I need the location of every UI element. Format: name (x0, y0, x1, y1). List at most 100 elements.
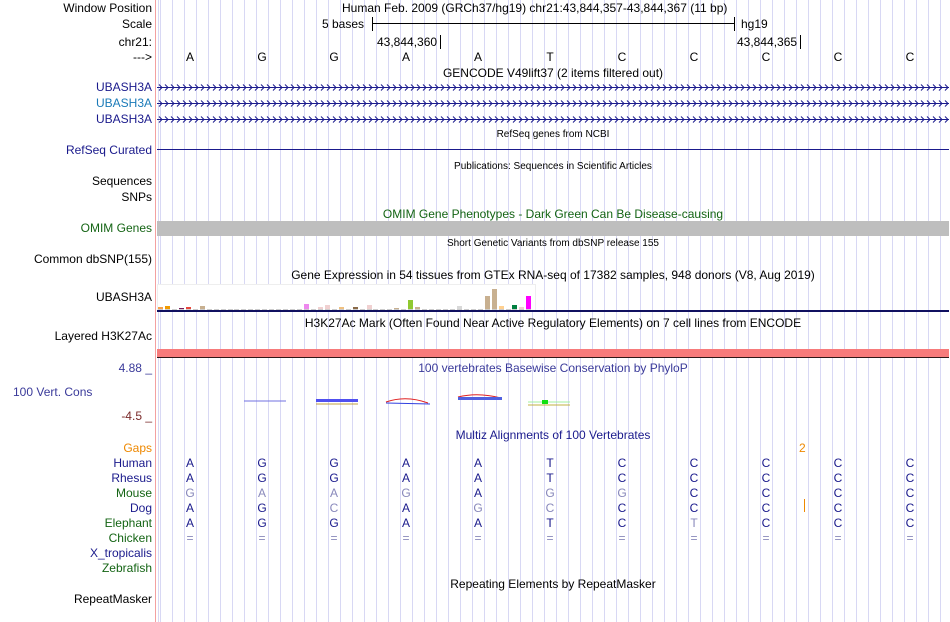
h3k27ac-label[interactable]: Layered H3K27Ac (54, 329, 152, 343)
repeatmasker-label[interactable]: RepeatMasker (73, 592, 152, 606)
h3k27ac-title[interactable]: H3K27Ac Mark (Often Found Near Active Re… (304, 316, 802, 330)
h3k27ac-signal[interactable] (157, 349, 949, 357)
gtex-bar-base (290, 309, 296, 310)
gtex-tissue-bar[interactable] (526, 296, 532, 310)
alignment-base: G (257, 456, 267, 470)
gtex-tissue-bar[interactable] (303, 304, 309, 310)
alignment-base: C (905, 456, 915, 470)
gtex-tissue-bar[interactable] (164, 306, 170, 310)
omim-label[interactable]: OMIM Genes (80, 221, 152, 235)
scale-bar (372, 17, 735, 31)
species-label[interactable]: Elephant (104, 516, 152, 530)
pubs-sequences-label[interactable]: Sequences (91, 174, 152, 188)
alignment-base: A (185, 501, 194, 515)
position-title[interactable]: Human Feb. 2009 (GRCh37/hg19) chr21:43,8… (342, 1, 728, 15)
alignment-base: C (329, 501, 339, 515)
gtex-tissue-bar[interactable] (317, 307, 323, 310)
gtex-tissue-bar[interactable] (408, 300, 414, 310)
gtex-tissue-bar[interactable] (352, 307, 358, 310)
gtex-bar-base (192, 309, 198, 310)
gtex-bar-base (505, 309, 511, 310)
repeatmasker-title[interactable]: Repeating Elements by RepeatMasker (450, 577, 656, 591)
omim-gene-bar[interactable] (157, 221, 949, 236)
alignment-base: C (833, 486, 843, 500)
gencode-gene-arrows[interactable] (157, 83, 949, 92)
gtex-bar-base (373, 309, 379, 310)
alignment-base: A (185, 471, 194, 485)
gtex-bar-base (477, 309, 483, 310)
gtex-bar-base (456, 309, 462, 310)
refseq-title[interactable]: RefSeq genes from NCBI (496, 129, 610, 140)
gtex-bar-base (366, 309, 372, 310)
pubs-snps-label[interactable]: SNPs (121, 190, 152, 204)
gtex-tissue-bar[interactable] (498, 306, 504, 310)
alignment-base: C (905, 486, 915, 500)
alignment-base: G (185, 486, 195, 500)
gencode-gene-label[interactable]: UBASH3A (95, 112, 152, 126)
pubs-title[interactable]: Publications: Sequences in Scientific Ar… (454, 161, 652, 172)
species-label[interactable]: Rhesus (111, 471, 152, 485)
alignment-base: C (833, 471, 843, 485)
gencode-gene-arrows[interactable] (157, 115, 949, 124)
gtex-tissue-bar[interactable] (484, 296, 490, 310)
gtex-tissue-bar[interactable] (512, 305, 518, 310)
gtex-bar-base (262, 309, 268, 310)
gtex-tissue-bar[interactable] (338, 307, 344, 310)
gtex-bar-base (158, 309, 163, 310)
refseq-label[interactable]: RefSeq Curated (65, 143, 152, 157)
base-letter: C (761, 50, 771, 64)
refseq-gene-line[interactable] (157, 149, 949, 150)
gtex-bar-base (213, 309, 219, 310)
gtex-title[interactable]: Gene Expression in 54 tissues from GTEx … (291, 268, 815, 282)
species-label[interactable]: Human (113, 456, 152, 470)
gtex-tissue-bar[interactable] (366, 305, 372, 310)
gtex-bar-base (255, 309, 261, 310)
gtex-bar-base (401, 309, 407, 310)
gtex-tissue-bar[interactable] (185, 307, 191, 310)
gencode-gene-label[interactable]: UBASH3A (95, 96, 152, 110)
gtex-tissue-bar[interactable] (158, 307, 163, 310)
alignment-base: C (617, 456, 627, 470)
species-label[interactable]: Zebrafish (101, 561, 152, 575)
gtex-baseline (157, 310, 949, 312)
gtex-tissue-bar[interactable] (199, 306, 205, 310)
omim-title[interactable]: OMIM Gene Phenotypes - Dark Green Can Be… (382, 207, 724, 221)
alignment-base: = (186, 531, 194, 545)
phylop-mark (385, 398, 429, 404)
gencode-gene-label[interactable]: UBASH3A (95, 80, 152, 94)
gtex-tissue-bar[interactable] (324, 305, 330, 310)
gencode-gene-arrows[interactable] (157, 99, 949, 108)
dbsnp-label[interactable]: Common dbSNP(155) (33, 252, 152, 266)
multiz-title[interactable]: Multiz Alignments of 100 Vertebrates (455, 428, 651, 442)
phylop-label[interactable]: 100 Vert. Cons (13, 385, 93, 399)
gtex-tissue-bar[interactable] (456, 306, 462, 310)
gtex-bar-base (463, 309, 469, 310)
alignment-base: = (546, 531, 554, 545)
alignment-base: A (185, 516, 194, 530)
gtex-bar-base (380, 309, 386, 310)
species-label[interactable]: Chicken (108, 531, 152, 545)
gtex-bar-base (484, 309, 490, 310)
alignment-base: C (905, 516, 915, 530)
alignment-base: G (545, 486, 555, 500)
phylop-title[interactable]: 100 vertebrates Basewise Conservation by… (418, 361, 688, 375)
gtex-label[interactable]: UBASH3A (95, 290, 152, 304)
species-label[interactable]: X_tropicalis (89, 546, 152, 560)
gtex-bar-base (317, 309, 323, 310)
alignment-base: G (329, 456, 339, 470)
species-label[interactable]: Dog (129, 501, 152, 515)
gtex-tissue-bar[interactable] (415, 307, 421, 310)
gtex-tissue-bar[interactable] (491, 289, 497, 310)
alignment-base: = (906, 531, 914, 545)
alignment-base: = (330, 531, 338, 545)
gencode-title[interactable]: GENCODE V49lift37 (2 items filtered out) (442, 66, 664, 80)
alignment-base: = (618, 531, 626, 545)
gaps-label[interactable]: Gaps (123, 441, 152, 455)
species-label[interactable]: Mouse (115, 486, 152, 500)
gtex-bar-base (429, 309, 435, 310)
alignment-base: C (833, 456, 843, 470)
gtex-tissue-bar[interactable] (519, 307, 525, 310)
base-letter: A (401, 50, 410, 64)
alignment-base: = (762, 531, 770, 545)
dbsnp-title[interactable]: Short Genetic Variants from dbSNP releas… (447, 238, 659, 249)
